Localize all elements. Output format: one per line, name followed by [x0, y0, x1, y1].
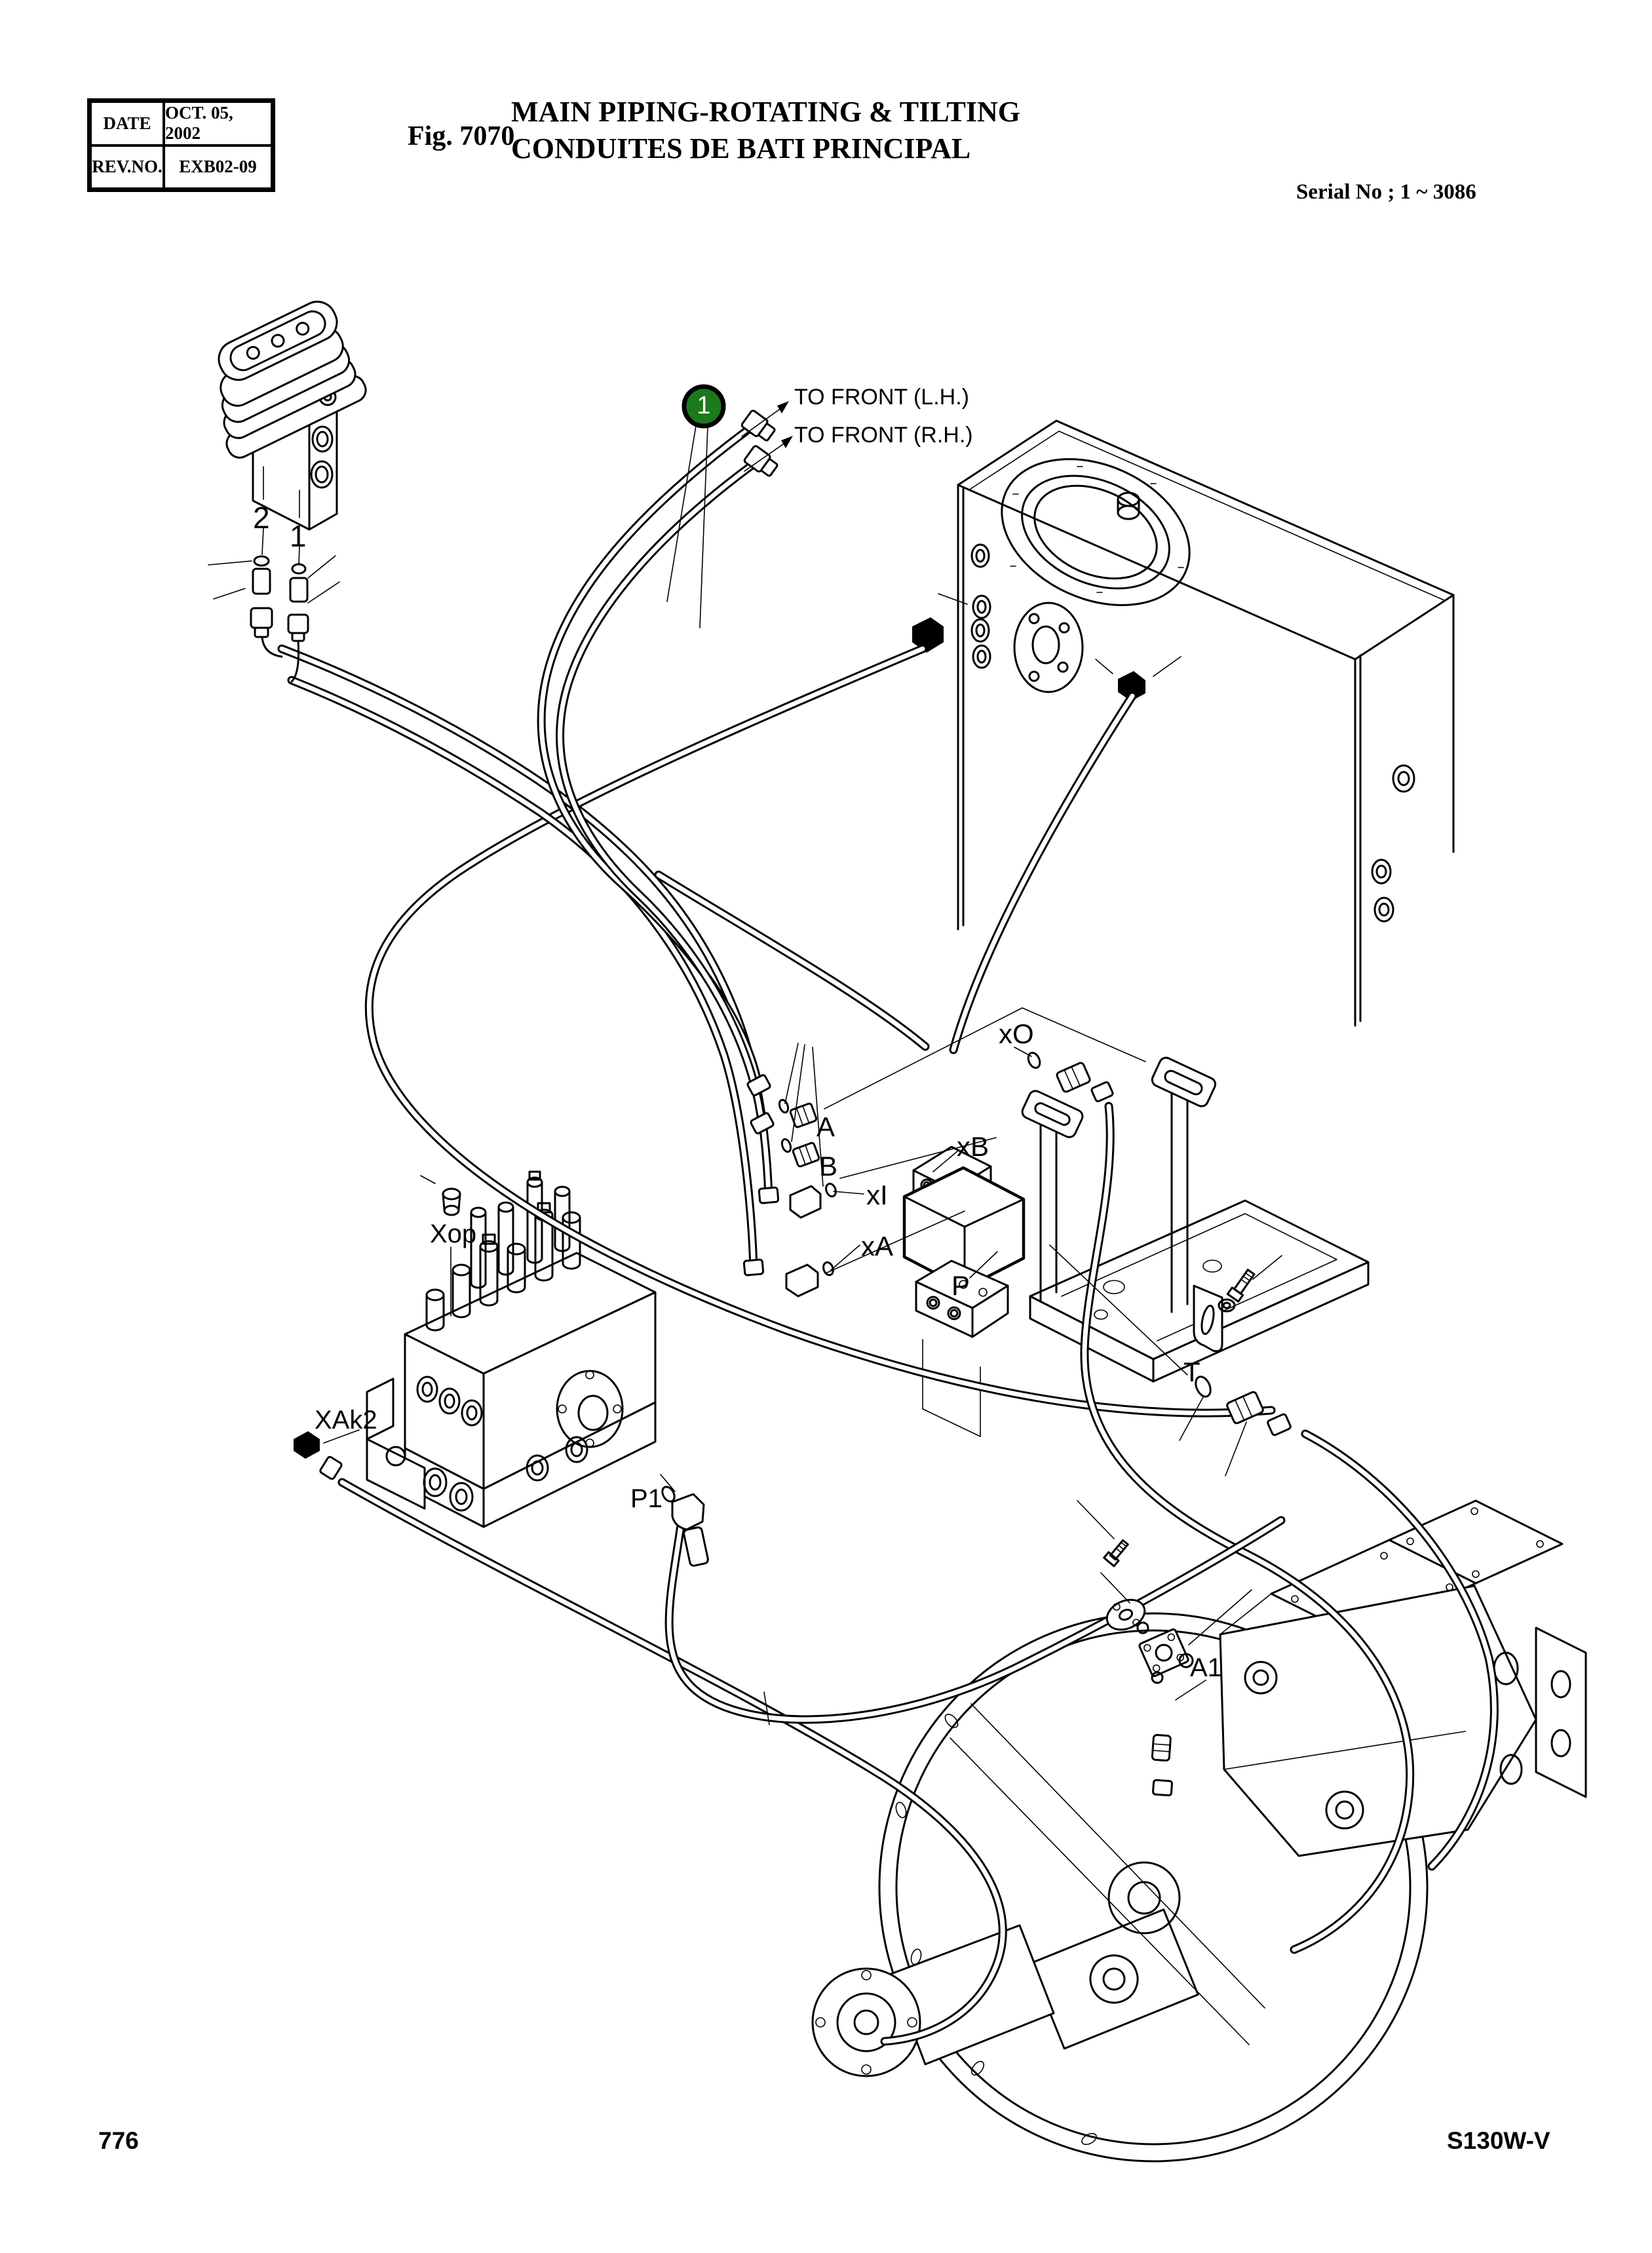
port-label-p: P [951, 1270, 970, 1301]
port-xak2-fitting [294, 1431, 343, 1480]
pilot-valve-fittings [250, 555, 309, 683]
valve-front-ports [416, 1376, 588, 1512]
port-label-xop: Xop [430, 1220, 477, 1248]
pump-body [1219, 1499, 1587, 1857]
callout-marker-circle [682, 384, 726, 429]
port-label-b: B [819, 1151, 838, 1182]
page-number: 776 [98, 2127, 139, 2154]
bracket-right-cap [1151, 1056, 1217, 1107]
port-label-xak2: XAk2 [315, 1406, 377, 1435]
mounting-bracket [1021, 1056, 1370, 1383]
port-label-p1: P1 [630, 1484, 663, 1513]
valve-right-flange [556, 1370, 624, 1448]
figure-number: Fig. 7070 [408, 121, 515, 151]
bracket-left-post [1039, 1109, 1058, 1301]
port-p1-fitting [661, 1486, 709, 1567]
solenoid-valve-blocks [902, 1146, 1026, 1437]
hose-pilot-2 [282, 649, 769, 1198]
date-label: DATE [90, 102, 164, 145]
xop-plug [442, 1187, 461, 1216]
revision-table: DATE OCT. 05, 2002 REV.NO. EXB02-09 [87, 98, 275, 192]
port-xo-fitting-chain [1027, 1052, 1114, 1102]
annotation-to-front-rh: TO FRONT (R.H.) [794, 423, 973, 448]
port-a1-fitting-chain [1103, 1539, 1194, 1797]
leader-lines [208, 401, 1282, 1725]
port-label-a: A [816, 1111, 836, 1142]
port-label-a1: A1 [1190, 1653, 1222, 1682]
model-code: S130W-V [1447, 2127, 1550, 2154]
page-title-fr: CONDUITES DE BATI PRINCIPAL [511, 132, 971, 164]
port-label-xo: xO [999, 1018, 1034, 1049]
flywheel-housing-inner [895, 1629, 1412, 2146]
part-label-2: 2 [253, 501, 270, 535]
flywheel-housing-outer [878, 1612, 1429, 2163]
bracket-washer [1218, 1298, 1236, 1313]
page-title-en: MAIN PIPING-ROTATING & TILTING [511, 96, 1021, 128]
pilot-valve [218, 300, 367, 531]
port-a-b-fittings [746, 1074, 820, 1168]
main-control-valve [366, 1170, 657, 1528]
pilot-valve-top-plate [218, 300, 338, 381]
tank-right-elbow-fitting [1118, 671, 1145, 701]
bracket-u-clamp [1193, 1284, 1223, 1353]
port-label-t: T [1183, 1357, 1201, 1387]
pump-assembly [811, 1499, 1587, 2163]
front-hose-nuts [740, 410, 778, 477]
hose-tank-right [953, 696, 1132, 1050]
port-label-xa: xA [861, 1231, 894, 1261]
revno-label: REV.NO. [90, 145, 164, 189]
revno-value: EXB02-09 [164, 145, 272, 189]
hydraulic-tank [912, 419, 1455, 1027]
bracket-right-post [1170, 1077, 1189, 1313]
port-label-xi: xI [866, 1180, 888, 1210]
tank-front-flange [1013, 602, 1084, 693]
gear-pump [811, 1924, 1055, 2077]
tank-side-ports [970, 543, 1415, 923]
serial-number: Serial No ; 1 ~ 3086 [1296, 180, 1476, 204]
tank-breather [1117, 491, 1140, 520]
tank-left-elbow-fitting [912, 617, 944, 653]
callout-marker-number: 1 [697, 392, 711, 419]
date-value: OCT. 05, 2002 [164, 102, 272, 145]
inner-pump-block [1029, 1908, 1199, 2050]
part-label-1: 1 [290, 519, 307, 553]
annotation-to-front-lh: TO FRONT (L.H.) [794, 385, 969, 410]
port-xi-xa-fittings [742, 1182, 837, 1298]
port-label-xb: xB [957, 1131, 989, 1162]
port-t-fitting-chain [1195, 1376, 1292, 1436]
bracket-left-cap [1021, 1090, 1084, 1138]
bracket-bolt [1226, 1269, 1256, 1303]
